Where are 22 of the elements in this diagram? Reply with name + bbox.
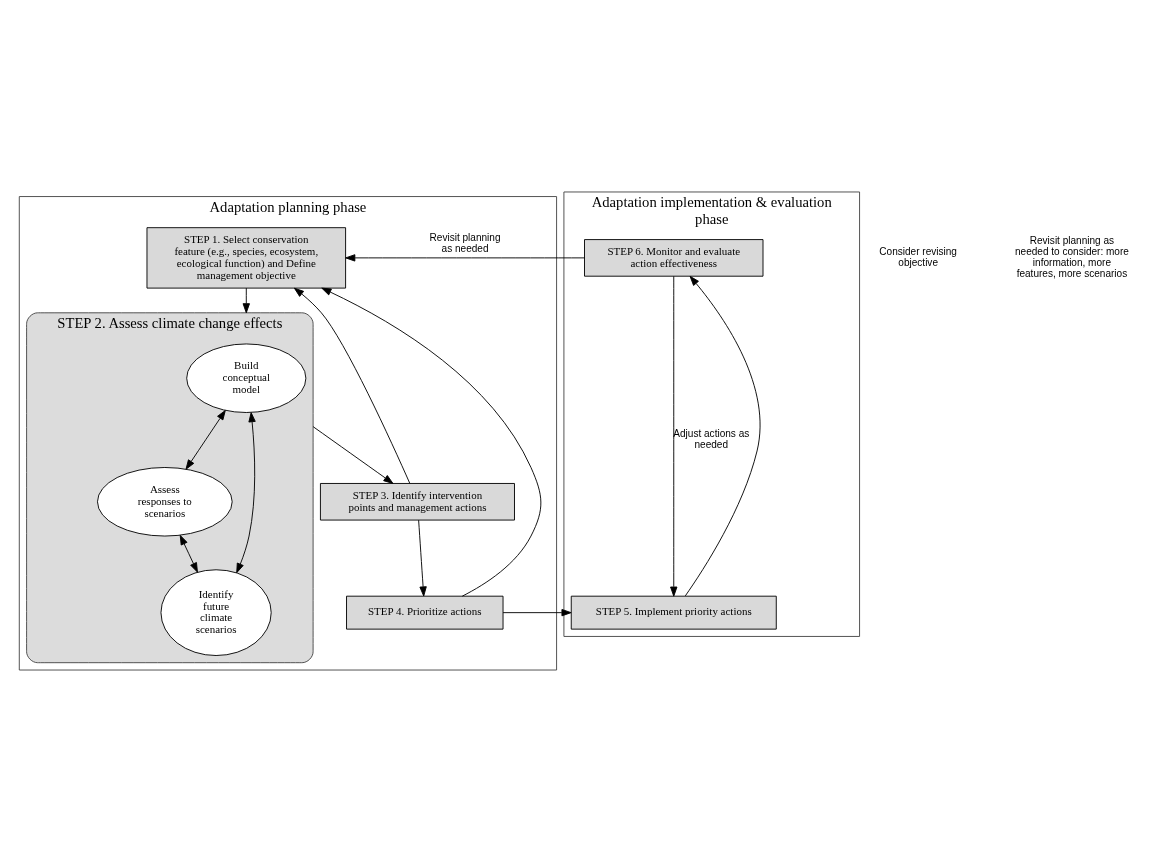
label: Consider revising objective [879,245,957,268]
arrow [185,409,226,470]
arrow [179,534,198,573]
node-box: STEP 6. Monitor and evaluate action effectiveness [584,238,764,277]
node-ellipse: Identify future climate scenarios [160,568,272,656]
arrow [242,287,250,313]
arrow [312,425,394,484]
arrow [418,519,427,596]
node-box: STEP 1. Select conservation feature (e.g., species, ecosystem, ecological function) and Define management objective [146,226,347,289]
arrow [293,287,411,484]
label: Revisit planning as needed to consider: more information, more features, more scenarios [1014,234,1129,279]
arrow [345,253,585,262]
node-ellipse: Assess responses to scenarios [97,466,233,536]
node-box: STEP 3. Identify intervention points and management actions [319,482,515,521]
node-box: STEP 4. Prioritize actions [346,595,504,630]
arrow [502,608,572,616]
arrow [684,275,761,596]
node-box: STEP 5. Implement priority actions [570,595,777,630]
arrow [670,275,678,597]
node-ellipse: Build conceptual model [186,343,307,413]
edge-label: Revisit planning as needed [429,231,501,254]
arrow [236,411,256,573]
